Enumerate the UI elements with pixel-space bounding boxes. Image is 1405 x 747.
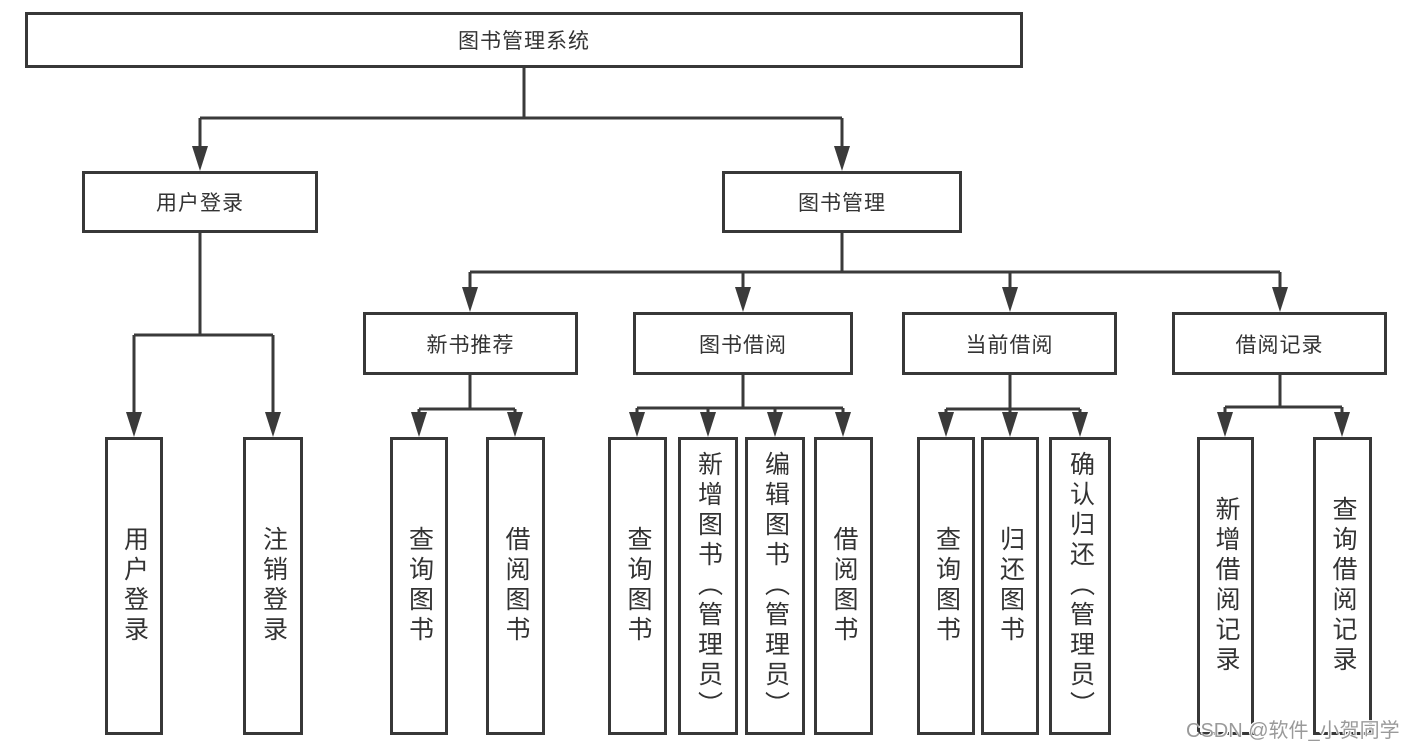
arrow-icon — [1072, 412, 1088, 437]
arrow-icon — [767, 412, 783, 437]
arrow-icon — [1272, 287, 1288, 312]
leaf-add-book-admin: 新增图书（管理员） — [678, 437, 738, 735]
leaf-confirm-return-admin-label: 确认归还（管理员） — [1066, 451, 1095, 721]
connector-current-borrow — [944, 375, 1082, 416]
connector-user-login — [132, 233, 275, 416]
leaf-borrow-books: 借阅图书 — [814, 437, 873, 735]
node-current-borrow: 当前借阅 — [902, 312, 1117, 375]
leaf-edit-book-admin-label: 编辑图书（管理员） — [761, 451, 790, 721]
arrow-icon — [834, 146, 850, 171]
arrow-icon — [1217, 412, 1233, 437]
leaf-confirm-return-admin: 确认归还（管理员） — [1049, 437, 1111, 735]
connector-root — [198, 68, 844, 150]
leaf-add-book-admin-label: 新增图书（管理员） — [694, 451, 723, 721]
arrow-icon — [1334, 412, 1350, 437]
leaf-query-books-current: 查询图书 — [917, 437, 975, 735]
leaf-add-borrow-record: 新增借阅记录 — [1197, 437, 1254, 735]
node-current-borrow-label: 当前借阅 — [965, 333, 1054, 357]
node-book-management: 图书管理 — [722, 171, 962, 233]
arrow-icon — [265, 412, 281, 437]
arrow-icon — [462, 287, 478, 312]
node-book-borrow: 图书借阅 — [633, 312, 853, 375]
connector-book-borrow — [635, 375, 845, 416]
arrow-icon — [411, 412, 427, 437]
arrow-icon — [507, 412, 523, 437]
leaf-query-borrow-record-label: 查询借阅记录 — [1329, 496, 1357, 676]
leaf-query-books-borrow: 查询图书 — [608, 437, 667, 735]
leaf-edit-book-admin: 编辑图书（管理员） — [745, 437, 805, 735]
connector-new-book — [417, 375, 517, 416]
leaf-borrow-books-label: 借阅图书 — [830, 526, 858, 646]
node-user-login-label: 用户登录 — [156, 192, 244, 215]
leaf-borrow-books-recommend: 借阅图书 — [486, 437, 545, 735]
arrow-icon — [735, 287, 751, 312]
arrow-icon — [700, 412, 716, 437]
leaf-query-books-borrow-label: 查询图书 — [624, 526, 652, 646]
node-library-system: 图书管理系统 — [25, 12, 1023, 68]
arrow-icon — [1002, 287, 1018, 312]
leaf-logout: 注销登录 — [243, 437, 303, 735]
leaf-add-borrow-record-label: 新增借阅记录 — [1212, 496, 1240, 676]
connector-borrow-record — [1223, 375, 1344, 416]
node-user-login: 用户登录 — [82, 171, 318, 233]
leaf-user-login-label: 用户登录 — [120, 526, 149, 646]
node-new-book-recommend: 新书推荐 — [363, 312, 578, 375]
node-book-borrow-label: 图书借阅 — [699, 333, 787, 357]
leaf-query-books-current-label: 查询图书 — [932, 526, 961, 646]
leaf-query-books-recommend-label: 查询图书 — [405, 526, 434, 646]
leaf-return-book-label: 归还图书 — [996, 526, 1025, 646]
arrow-icon — [1002, 412, 1018, 437]
arrow-icon — [938, 412, 954, 437]
leaf-borrow-books-recommend-label: 借阅图书 — [502, 526, 530, 646]
leaf-return-book: 归还图书 — [981, 437, 1039, 735]
leaf-logout-label: 注销登录 — [259, 526, 288, 646]
arrow-icon — [126, 412, 142, 437]
leaf-query-borrow-record: 查询借阅记录 — [1313, 437, 1372, 735]
arrow-icon — [835, 412, 851, 437]
node-book-management-label: 图书管理 — [798, 192, 886, 215]
arrow-icon — [192, 146, 208, 171]
node-new-book-recommend-label: 新书推荐 — [426, 333, 515, 357]
leaf-query-books-recommend: 查询图书 — [390, 437, 448, 735]
arrow-icon — [629, 412, 645, 437]
connector-book-management — [468, 233, 1282, 291]
leaf-user-login: 用户登录 — [105, 437, 163, 735]
watermark: CSDN @软件_小贺同学 — [1186, 720, 1400, 742]
node-borrow-records-label: 借阅记录 — [1235, 333, 1324, 357]
node-borrow-records: 借阅记录 — [1172, 312, 1387, 375]
node-library-system-label: 图书管理系统 — [458, 30, 590, 53]
